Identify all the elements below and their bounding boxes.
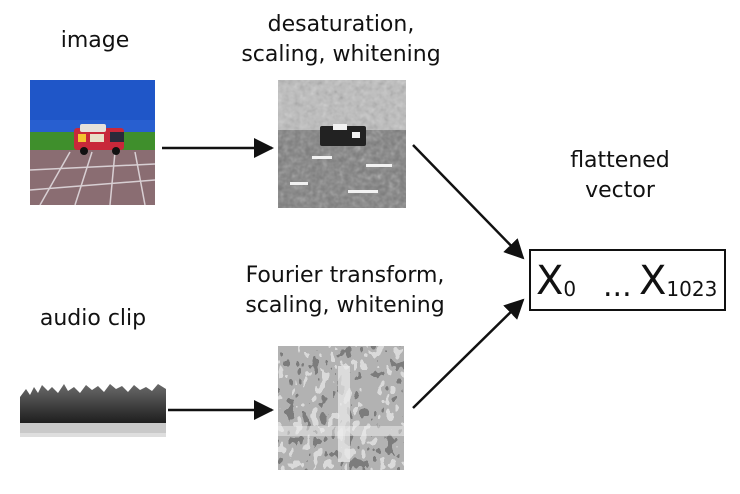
audio-clip-label: audio clip — [39, 306, 147, 331]
audio-waveform — [20, 375, 166, 441]
flattened-vector-box: X0 ... X1023 — [529, 249, 726, 311]
vector-ellipsis: ... — [603, 269, 632, 304]
fourier-transform-label: Fourier transform, scaling, whitening — [245, 263, 445, 318]
arrow-desat-to-vector — [412, 144, 525, 260]
vector-first-element: X0 — [536, 258, 577, 304]
vector-last-element: X1023 — [639, 258, 718, 304]
desaturated-image — [278, 80, 406, 208]
flattened-vector-label: flattened vector — [570, 148, 670, 203]
fourier-spectrogram — [278, 346, 404, 470]
input-photo — [30, 80, 155, 205]
desaturation-label: desaturation, scaling, whitening — [241, 12, 441, 67]
image-label: image — [60, 28, 130, 53]
